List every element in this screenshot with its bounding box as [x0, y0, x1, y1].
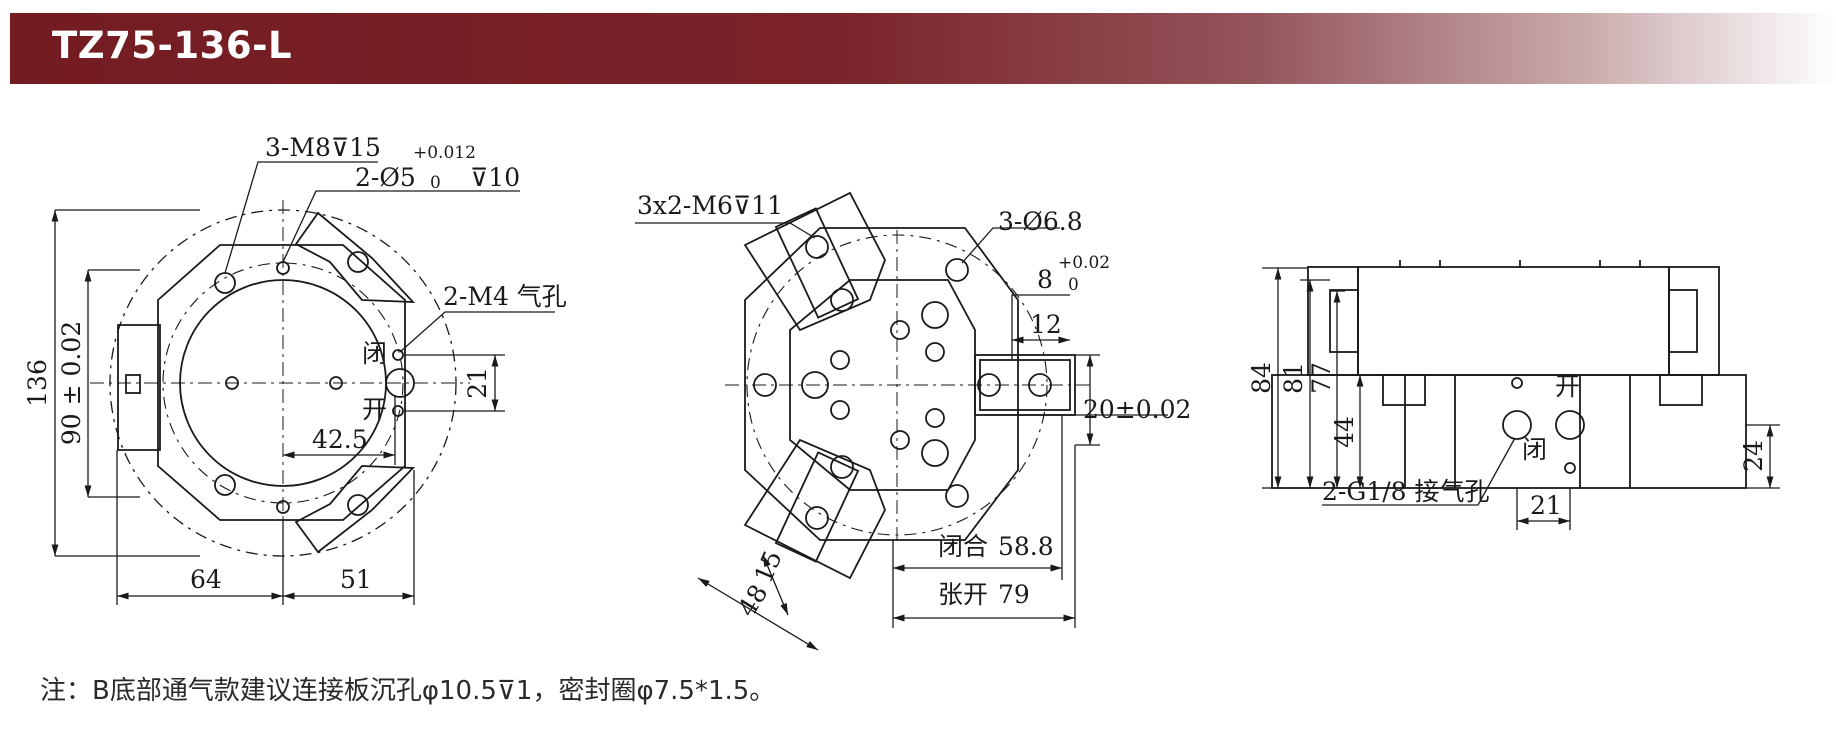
dim-20: 20±0.02: [1083, 395, 1191, 424]
label-slot-tol-upper: +0.02: [1058, 253, 1110, 273]
dim-12: 12: [1030, 310, 1062, 339]
arm-top-insert: [774, 207, 860, 319]
label-slot: 8: [1037, 265, 1053, 294]
dim-81: 81: [1279, 362, 1308, 394]
port-small-2: [1564, 462, 1576, 474]
jaw-view: [725, 191, 1090, 580]
label-side-open: 开: [1555, 372, 1580, 401]
body-outline: [157, 244, 406, 521]
jaw-bolt-top: [347, 251, 369, 273]
side-right-jaw: [1668, 266, 1720, 376]
port-small-1: [1511, 377, 1523, 389]
side-left-jaw: [1307, 266, 1359, 376]
dim-84: 84: [1247, 362, 1276, 394]
inner-hole-4: [890, 320, 910, 340]
arm-bottom-bolt-2: [805, 506, 829, 530]
left-tab: [117, 324, 161, 451]
label-slot-tol-lower: 0: [1068, 275, 1079, 295]
label-pin-hole: 2-Ø5: [355, 163, 416, 192]
label-holes: 3-Ø6.8: [998, 207, 1083, 236]
side-left-stack: [1329, 289, 1359, 353]
dim-51: 51: [340, 565, 372, 594]
label-thread-holes: 3-M8⊽15: [265, 133, 381, 162]
jaw-view-labels: 3x2-M6⊽11 3-Ø6.8 8 +0.02 0 12 20±0.02 闭合…: [637, 191, 1191, 622]
mount-hole-2: [945, 484, 969, 508]
side-base: [1271, 374, 1747, 489]
left-tab-slot: [125, 374, 141, 394]
dim-44: 44: [1330, 416, 1359, 448]
title-banner: TZ75-136-L: [10, 13, 1836, 84]
m8-hole-2: [214, 474, 236, 496]
air-hole-close: [392, 349, 404, 361]
dim-136: 136: [23, 359, 52, 407]
top-view: [90, 200, 470, 560]
jaw-view-dims: [635, 222, 1168, 651]
arm-bottom-bolt-1: [830, 455, 854, 479]
dim-48: 48: [732, 579, 773, 621]
side-fitting-right: [1659, 374, 1703, 406]
port-open: [1555, 410, 1585, 440]
dim-64: 64: [190, 565, 222, 594]
dim-90: 90 ± 0.02: [57, 321, 86, 445]
value-closed: 58.8: [998, 532, 1054, 561]
top-view-labels: 3-M8⊽15 2-Ø5 +0.012 0 ⊽10 2-M4 气孔 闭 开 13…: [23, 133, 567, 594]
side-view-labels: 84 81 77 44 24 21 开 闭 2-G1/8 接气孔: [1247, 362, 1768, 520]
label-pin-depth: ⊽10: [470, 163, 520, 192]
jaw-bolt-bottom: [347, 494, 369, 516]
side-view: [1271, 260, 1747, 489]
m8-hole-1: [214, 272, 236, 294]
arm-top-bolt-2: [830, 288, 854, 312]
dim-77: 77: [1307, 362, 1336, 394]
label-side-close: 闭: [1522, 435, 1547, 464]
label-air-ports: 2-G1/8 接气孔: [1322, 477, 1490, 506]
jaw-top-right: [294, 211, 416, 303]
arm-bottom: [743, 438, 886, 580]
arm-bottom-insert: [774, 451, 860, 563]
model-title: TZ75-136-L: [52, 24, 293, 67]
dim-24: 24: [1739, 440, 1768, 472]
dim-21-side: 21: [1530, 491, 1562, 520]
inner-hole-2: [921, 439, 949, 467]
label-jaw-threads: 3x2-M6⊽11: [637, 191, 783, 220]
inner-hole-7: [830, 400, 850, 420]
value-open-width: 79: [998, 580, 1030, 609]
side-view-dims: [1262, 267, 1780, 530]
jaw-body: [744, 227, 1019, 541]
label-close: 闭: [362, 339, 387, 368]
footer-note: 注：B底部通气款建议连接板沉孔φ10.5⊽1，密封圈φ7.5*1.5。: [40, 676, 776, 706]
arm-top: [743, 191, 886, 332]
side-top-plate: [1357, 266, 1670, 376]
top-view-dims: [51, 161, 555, 605]
air-hole-open: [392, 405, 404, 417]
pitch-circle: [162, 262, 404, 504]
inner-hole-5: [925, 342, 945, 362]
dim-21-top: 21: [463, 367, 492, 399]
label-open: 开: [362, 395, 387, 424]
jaw-bottom-right: [294, 465, 416, 554]
label-pin-tol-lower: 0: [430, 173, 441, 193]
side-right-stack: [1668, 289, 1698, 353]
side-fitting-left: [1382, 374, 1426, 406]
inner-hole-1: [921, 301, 949, 329]
label-closed: 闭合: [938, 532, 988, 561]
label-pin-tol-upper: +0.012: [413, 143, 476, 163]
label-open-width: 张开: [938, 580, 988, 609]
inner-hole-6: [830, 350, 850, 370]
dim-15: 15: [749, 546, 788, 587]
inner-hole-8: [925, 408, 945, 428]
port-close: [1502, 410, 1532, 440]
label-air-holes: 2-M4 气孔: [443, 282, 567, 311]
dim-42-5: 42.5: [312, 425, 368, 454]
inner-hole-9: [890, 430, 910, 450]
mount-hole-1: [945, 258, 969, 282]
arm-top-bolt-1: [805, 235, 829, 259]
